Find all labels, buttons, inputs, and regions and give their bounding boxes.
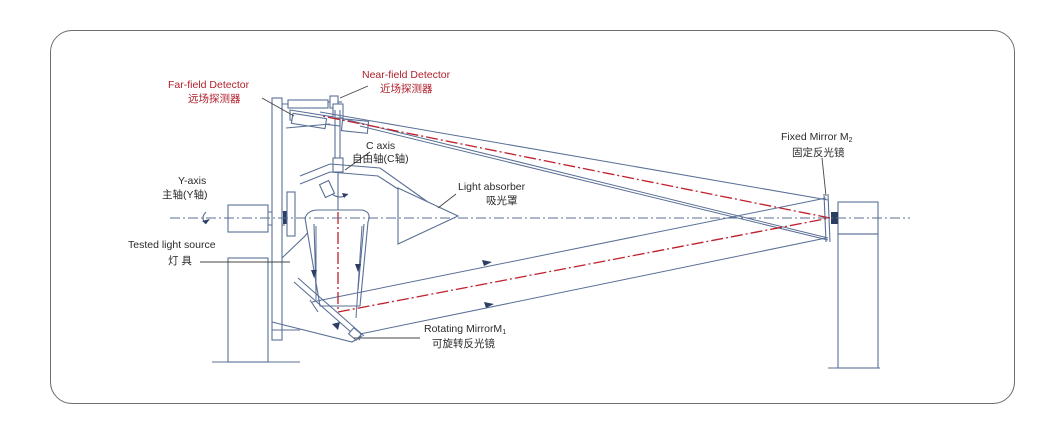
leader-lines xyxy=(200,85,827,339)
detector-arm xyxy=(285,95,370,134)
tested-source-label-cn: 灯 具 xyxy=(168,255,192,267)
fixed-mirror-label-en: Fixed Mirror M2 xyxy=(781,131,853,144)
right-pillar xyxy=(831,201,879,369)
y-axis-label-en: Υ-axis xyxy=(178,175,206,187)
ground-base xyxy=(212,361,880,369)
far-field-label-en: Far-field Detector xyxy=(168,79,250,91)
diagram-frame xyxy=(50,30,1015,404)
c-axis-label-cn: 自由轴(C轴) xyxy=(352,152,409,165)
c-axis-label-en: C axis xyxy=(366,140,395,152)
fixed-mirror-label-cn: 固定反光镜 xyxy=(792,146,845,159)
light-absorber-label-cn: 吸光罩 xyxy=(486,194,518,207)
optical-axis-red xyxy=(321,115,831,313)
rotating-mirror-label-cn: 可旋转反光镜 xyxy=(432,337,495,350)
near-field-label-en: Near-field Detector xyxy=(362,69,451,81)
y-axis-label-cn: 主轴(Υ轴) xyxy=(162,188,208,201)
far-field-label-cn: 远场探测器 xyxy=(188,92,241,105)
near-field-label-cn: 近场探测器 xyxy=(380,82,433,95)
tested-luminaire xyxy=(304,209,370,307)
rotating-mirror-m1 xyxy=(293,277,365,342)
light-absorber xyxy=(397,187,460,245)
light-absorber-label-en: Light absorber xyxy=(458,181,526,193)
y-axis-line xyxy=(170,193,910,225)
rotating-mirror-label-en: Rotating MirrorM1 xyxy=(424,323,506,336)
tested-source-label-en: Tested light source xyxy=(128,239,216,251)
